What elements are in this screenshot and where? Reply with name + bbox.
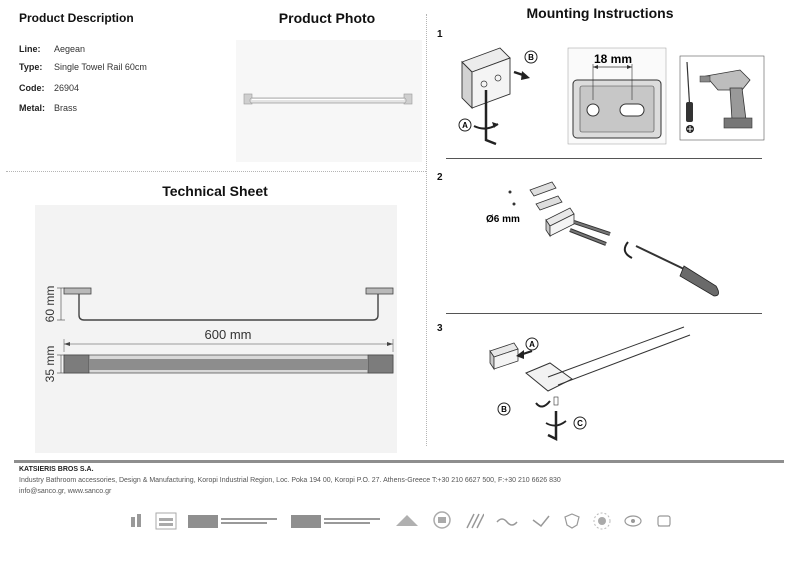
shield-icon — [563, 512, 581, 530]
column-divider — [426, 14, 427, 446]
field-code-label: Code: — [19, 83, 45, 93]
check-icon — [530, 512, 552, 530]
width-dimension: 600 mm — [205, 327, 252, 342]
step-2-number: 2 — [437, 172, 443, 183]
step-1-marker-a: A — [462, 121, 468, 130]
product-photo — [236, 40, 422, 162]
product-photo-title: Product Photo — [278, 10, 376, 26]
step-1-divider — [446, 158, 762, 159]
screwdriver-icon — [623, 241, 719, 297]
field-line-value: Aegean — [54, 44, 86, 54]
hand-icon — [654, 512, 674, 530]
field-metal-label: Metal: — [19, 103, 46, 113]
step-3-number: 3 — [437, 323, 443, 334]
field-type-value: Single Towel Rail 60cm — [54, 62, 147, 72]
footer-bar — [14, 460, 784, 463]
step-1-dimension: 18 mm — [594, 52, 632, 66]
drill-icon — [679, 55, 765, 141]
greek-product-icon — [394, 512, 420, 530]
step-3-marker-a: A — [529, 340, 535, 349]
height-dimension: 60 mm — [43, 286, 57, 323]
step-2-drill-size: Ø6 mm — [486, 214, 520, 225]
certification-logos — [130, 509, 710, 533]
bracket-small-icon — [489, 342, 519, 371]
brushed-finish-icon — [464, 512, 484, 530]
step-2-divider — [446, 313, 762, 314]
section-divider — [6, 171, 426, 172]
technical-sheet-title: Technical Sheet — [162, 183, 268, 199]
step-3-marker-c: C — [577, 419, 583, 428]
towel-rail-end-icon — [525, 326, 691, 392]
technical-drawing-svg: 60 mm 600 mm 35 mm — [43, 286, 394, 383]
wall-plug-icon — [508, 181, 563, 211]
depth-dimension: 35 mm — [43, 346, 57, 383]
field-type: Type: Single Towel Rail 60cm — [19, 62, 147, 72]
field-metal: Metal: Brass — [19, 103, 77, 113]
sun-icon — [592, 511, 612, 531]
plate-side-icon — [545, 207, 575, 238]
allen-key-icon — [484, 90, 497, 146]
step-2-illustration: Ø6 mm — [486, 181, 719, 297]
field-metal-value: Brass — [54, 103, 78, 113]
field-code-value: 26904 — [54, 83, 80, 93]
screw-icon — [569, 220, 611, 246]
warranty-12-icon — [431, 511, 453, 531]
allen-key-icon-step-3 — [545, 396, 567, 442]
mounting-instructions-title: Mounting Instructions — [526, 5, 674, 21]
company-name: KATSIERIS BROS S.A. — [19, 466, 94, 473]
field-line-label: Line: — [19, 44, 41, 54]
company-address: Industry Bathroom accessories, Design & … — [19, 477, 561, 484]
step-1-number: 1 — [437, 29, 443, 40]
product-description-title: Product Description — [19, 11, 134, 25]
environment-iso-icon — [291, 513, 383, 530]
hellas-logo-icon — [130, 513, 144, 529]
company-contact: info@sanco.gr, www.sanco.gr — [19, 488, 112, 495]
quality-iso-icon — [188, 513, 280, 530]
wave-icon — [495, 512, 519, 530]
brass-quality-icon — [155, 512, 177, 530]
mounting-plate-icon — [567, 47, 667, 145]
step-1-illustration: B A 18 mm — [458, 47, 765, 146]
wall-bracket-icon — [461, 47, 511, 110]
step-3-marker-b: B — [501, 405, 507, 414]
field-code: Code: 26904 — [19, 83, 79, 93]
technical-drawing: 60 mm 600 mm 35 mm — [35, 205, 397, 453]
step-1-marker-b: B — [528, 53, 534, 62]
field-type-label: Type: — [19, 62, 43, 72]
eye-icon — [623, 512, 643, 530]
field-line: Line: Aegean — [19, 44, 85, 54]
towel-rail-photo — [243, 93, 413, 105]
step-3-illustration: A B C — [489, 326, 691, 442]
